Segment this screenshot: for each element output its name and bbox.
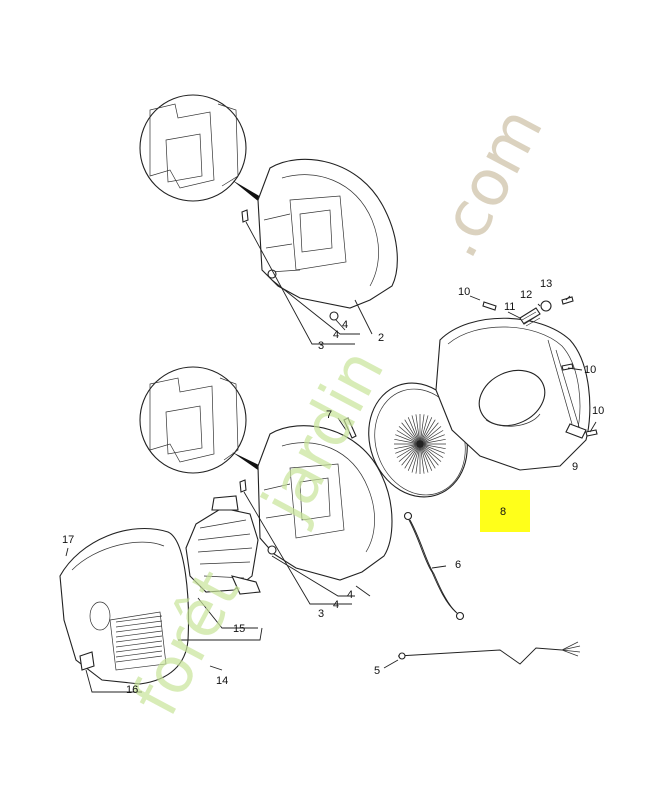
- callout-5: 5: [374, 665, 380, 677]
- engine-assembly: [185, 495, 261, 595]
- callout-11: 11: [504, 301, 515, 313]
- shroud-callout-lines: [65, 547, 263, 693]
- fan-cover-housing: [435, 317, 591, 471]
- impeller-spoke: [421, 417, 433, 441]
- lower-detail-magnifier: [139, 366, 290, 488]
- shroud-grille-slot: [115, 640, 163, 648]
- impeller-spoke: [404, 419, 418, 441]
- highlight-part-8: [480, 490, 530, 532]
- callout-13: 13: [540, 278, 552, 290]
- small-hardware-upper-right: [469, 295, 598, 437]
- impeller-spoke: [423, 445, 444, 458]
- impeller-spoke: [422, 419, 436, 441]
- lower-callout-lines: [243, 417, 371, 605]
- impeller-spoke: [420, 447, 425, 474]
- callout-10-bottom: 10: [592, 405, 604, 417]
- control-wire: [383, 641, 581, 669]
- front-shroud: [59, 528, 189, 685]
- shroud-grille-slot: [115, 645, 163, 653]
- impeller-spoke: [394, 444, 417, 450]
- impeller-fan-wheel: [368, 382, 468, 498]
- impeller-spoke: [394, 438, 417, 444]
- shroud-grille-slot: [115, 625, 163, 633]
- callout-3-upper: 3: [318, 340, 324, 352]
- impeller-spoke: [423, 434, 445, 444]
- callout-15: 15: [233, 623, 245, 635]
- callout-7: 7: [326, 409, 332, 421]
- upper-callout-lines: [245, 221, 373, 345]
- callout-10-right: 10: [584, 364, 596, 376]
- impeller-spoke: [398, 426, 417, 442]
- callout-4-upper-b: 4: [342, 319, 348, 331]
- impeller-spoke: [421, 447, 433, 471]
- impeller-spoke: [423, 438, 446, 444]
- callout-14: 14: [216, 675, 228, 687]
- impeller-spoke: [395, 444, 417, 454]
- callout-8: 8: [500, 506, 506, 518]
- callout-6: 6: [455, 559, 461, 571]
- callout-2: 2: [378, 332, 384, 344]
- impeller-spoke: [422, 447, 436, 469]
- callout-16: 16: [126, 684, 138, 696]
- impeller-spoke: [420, 414, 425, 441]
- callout-17: 17: [62, 534, 74, 546]
- impeller-spoke: [411, 447, 420, 473]
- shroud-grille-slot: [115, 655, 163, 663]
- callout-labels: 2 3 4 4 3 4 4 5 6 7 8 9 10 10 10 11 12 1…: [62, 278, 604, 696]
- callout-10-top: 10: [458, 286, 470, 298]
- impeller-spoke: [423, 444, 445, 454]
- impeller-spoke: [401, 422, 418, 442]
- throttle-cable: [403, 511, 465, 621]
- impeller-spoke: [398, 446, 417, 462]
- impeller-spoke: [395, 434, 417, 444]
- impeller-spoke: [422, 422, 439, 442]
- upper-fan-housing: [241, 158, 398, 321]
- shroud-grille-slot: [115, 630, 163, 638]
- impeller-spoke: [407, 447, 419, 471]
- shroud-grille-slot: [115, 650, 163, 658]
- impeller-spoke: [423, 430, 444, 443]
- shroud-grille-slot: [115, 620, 163, 628]
- impeller-spoke: [407, 417, 419, 441]
- lower-fan-housing: [239, 417, 393, 581]
- impeller-spoke: [396, 430, 417, 443]
- watermark-part2: .com: [419, 96, 558, 269]
- impeller-spoke: [401, 446, 418, 466]
- callout-4-lower-a: 4: [333, 599, 339, 611]
- impeller-spoke: [423, 446, 442, 462]
- impeller-spoke: [420, 415, 429, 441]
- impeller-spoke: [420, 447, 429, 473]
- impeller-spoke: [415, 414, 420, 441]
- callout-4-upper-a: 4: [333, 329, 339, 341]
- impeller-spoke: [396, 445, 417, 458]
- impeller-spoke: [415, 447, 420, 474]
- impeller-spoke: [422, 446, 439, 466]
- callout-4-lower-b: 4: [347, 589, 353, 601]
- impeller-spoke: [404, 447, 418, 469]
- callout-9: 9: [572, 461, 578, 473]
- callout-12: 12: [520, 289, 532, 301]
- shroud-grille-slot: [115, 615, 163, 623]
- impeller-spoke: [423, 444, 446, 450]
- callout-3-lower: 3: [318, 608, 324, 620]
- impeller-spoke: [411, 415, 420, 441]
- shroud-grille-slot: [115, 635, 163, 643]
- impeller-spoke: [423, 426, 442, 442]
